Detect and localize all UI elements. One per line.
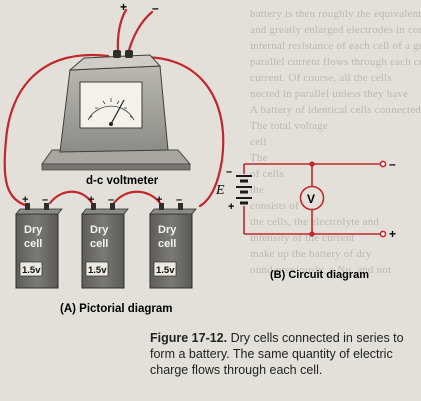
- background-text: battery is then roughly the equivalent o…: [250, 6, 421, 326]
- cell1-plus: +: [22, 194, 28, 206]
- source-label: E: [215, 183, 225, 198]
- meter-terminal-minus: [125, 50, 133, 58]
- wire-cell1-cell2: [48, 190, 94, 205]
- meter-plus-sign: +: [120, 0, 127, 14]
- meter-terminal-plus: [113, 50, 121, 58]
- figure-caption: Figure 17-12. Dry cells connected in ser…: [150, 330, 408, 378]
- cell1-minus: –: [42, 194, 48, 206]
- cell2-label-1: Dry: [90, 224, 109, 236]
- background-text-line: parallel current flows through each cell: [250, 56, 421, 68]
- background-text-line: ound previously, a No. and not: [250, 264, 392, 276]
- background-text-line: and greatly enlarged electrodes in conta…: [250, 24, 421, 36]
- cell2-voltage: 1.5v: [88, 265, 107, 276]
- meter-minus-sign: –: [152, 1, 159, 15]
- background-text-line: current. Of course, all the cells: [250, 72, 392, 84]
- dry-cell-3: [149, 203, 197, 289]
- meter-plus-lead: [116, 8, 128, 54]
- cell1-label-1: Dry: [24, 224, 43, 236]
- dry-cell-1: [15, 203, 63, 289]
- cell2-plus: +: [88, 194, 94, 206]
- cell1-voltage: 1.5v: [22, 265, 41, 276]
- circuit-diagram: [243, 160, 387, 238]
- pictorial-wires: [3, 8, 225, 208]
- cell3-minus: –: [176, 194, 182, 206]
- circuit-battery-symbol: [236, 175, 252, 205]
- background-text-line: battery is then roughly the equivalent o…: [250, 8, 421, 20]
- background-text-line: cell: [250, 136, 267, 148]
- circuit-bottom-terminal: [379, 230, 387, 238]
- background-text-line: The total voltage: [250, 120, 328, 132]
- circuit-voltmeter-symbol: [299, 185, 325, 211]
- background-text-line: of cells: [250, 168, 284, 180]
- figure-caption-text: Dry cells connected in series to form a …: [150, 331, 404, 377]
- background-text-line: the cells, the electrolyte and: [250, 216, 380, 228]
- background-text-line: make up the battery of dry: [250, 248, 372, 260]
- background-text-line: intensity of the current: [250, 232, 355, 244]
- meter-symbol-label: V: [307, 192, 315, 206]
- background-text-line: the: [250, 184, 265, 196]
- wire-cell2-cell3: [112, 190, 162, 205]
- figure-number: Figure 17-12.: [150, 331, 228, 345]
- bottom-terminal-label: +: [389, 227, 396, 241]
- background-text-line: nected in parallel unless they have: [250, 88, 409, 100]
- wire-right-loop: [128, 56, 225, 208]
- battery-plus: +: [228, 201, 234, 213]
- cell2-minus: –: [108, 194, 114, 206]
- meter-dial: [79, 81, 143, 129]
- cell3-voltage: 1.5v: [156, 265, 175, 276]
- meter-needle: [110, 99, 125, 125]
- cell3-label-1: Dry: [158, 224, 177, 236]
- battery-minus: –: [226, 166, 232, 178]
- cell3-label-2: cell: [158, 238, 176, 250]
- voltmeter: [41, 50, 192, 171]
- cell1-label-2: cell: [24, 238, 42, 250]
- top-terminal-label: –: [389, 157, 396, 171]
- dry-cell-2: [81, 203, 129, 289]
- wire-left-loop: [3, 53, 110, 208]
- background-text-line: The: [250, 152, 268, 164]
- circuit-top-terminal: [379, 160, 387, 168]
- meter-minus-lead: [126, 10, 154, 56]
- cell2-label-2: cell: [90, 238, 108, 250]
- background-text-line: A battery of identical cells connected i…: [250, 104, 421, 116]
- circuit-label: (B) Circuit diagram: [270, 269, 369, 281]
- background-text-line: internal resistance of each cell of a gr…: [250, 40, 421, 52]
- pictorial-label: (A) Pictorial diagram: [60, 303, 172, 315]
- background-text-line: consists of: [250, 200, 299, 212]
- dial-ticks: [88, 98, 134, 119]
- meter-label: d-c voltmeter: [86, 175, 159, 187]
- cell3-plus: +: [156, 194, 162, 206]
